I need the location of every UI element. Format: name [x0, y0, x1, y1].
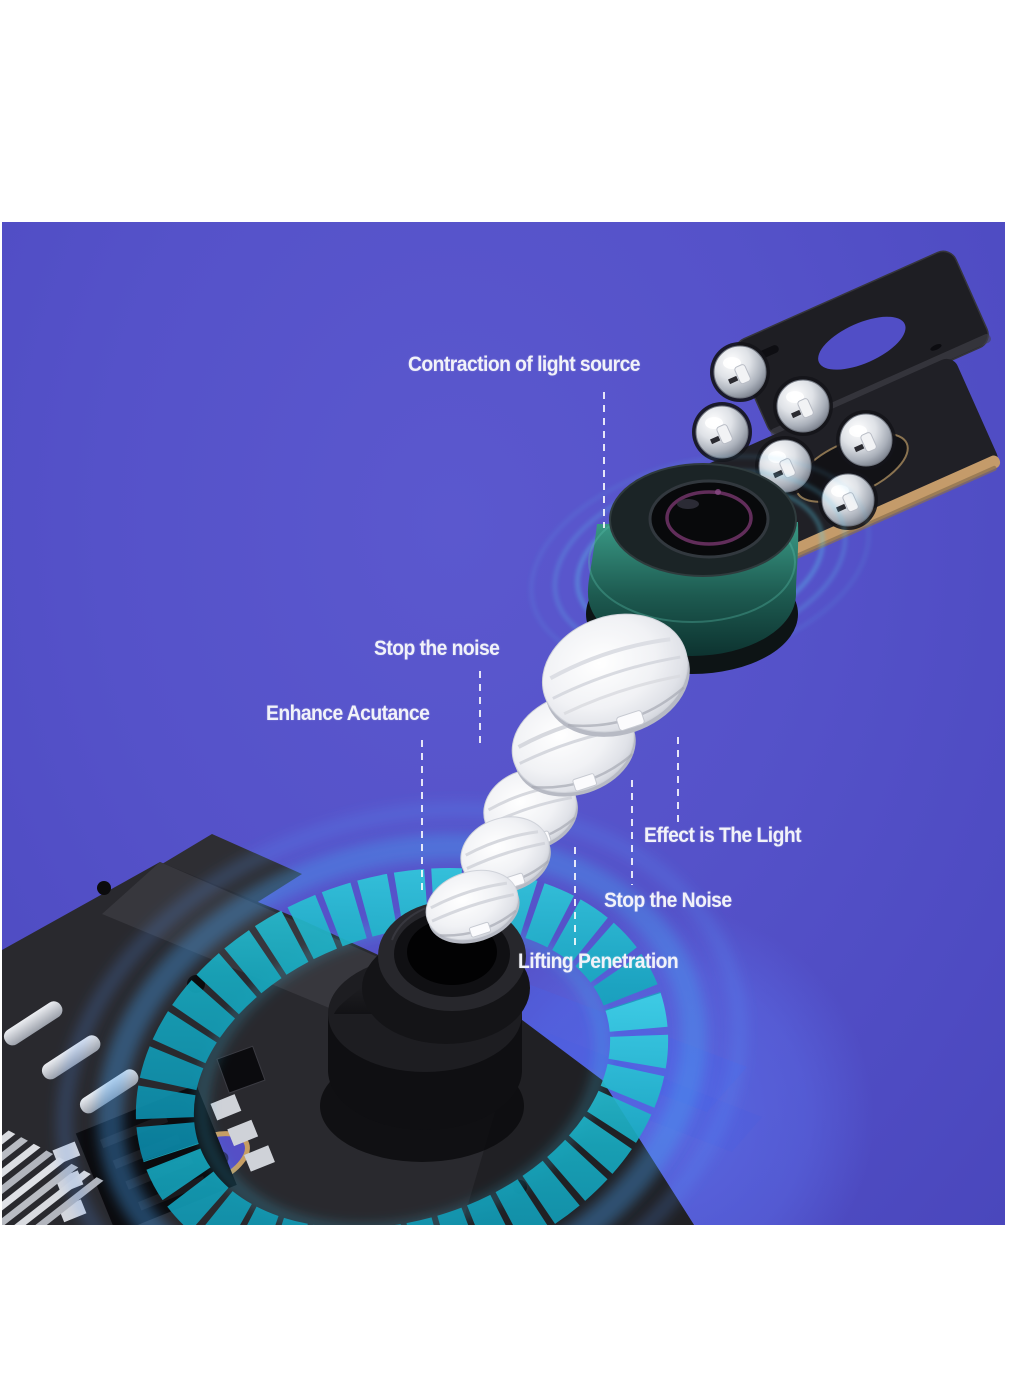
label-contraction-of-light-source: Contraction of light source [408, 353, 641, 376]
lens-stack [425, 613, 690, 944]
lens-disc-1 [541, 613, 690, 737]
product-photo: Contraction of light source Stop the noi… [2, 222, 1005, 1225]
label-stop-the-noise-upper: Stop the noise [374, 637, 500, 660]
label-lifting-penetration: Lifting Penetration [518, 950, 679, 973]
screw-hole [97, 881, 111, 895]
plate-oval-cutout [818, 316, 906, 370]
lens-disc-5 [425, 869, 520, 944]
square-notch [216, 1045, 266, 1094]
segmented-ring-back [135, 868, 661, 1161]
exploded-assembly-illustration [2, 250, 1001, 1225]
segmented-ring-front [143, 993, 669, 1225]
label-effect-is-the-light: Effect is The Light [644, 824, 802, 847]
leader-lines [421, 392, 679, 950]
label-stop-the-noise-lower: Stop the Noise [604, 889, 732, 912]
label-enhance-acutance: Enhance Acutance [266, 702, 430, 725]
